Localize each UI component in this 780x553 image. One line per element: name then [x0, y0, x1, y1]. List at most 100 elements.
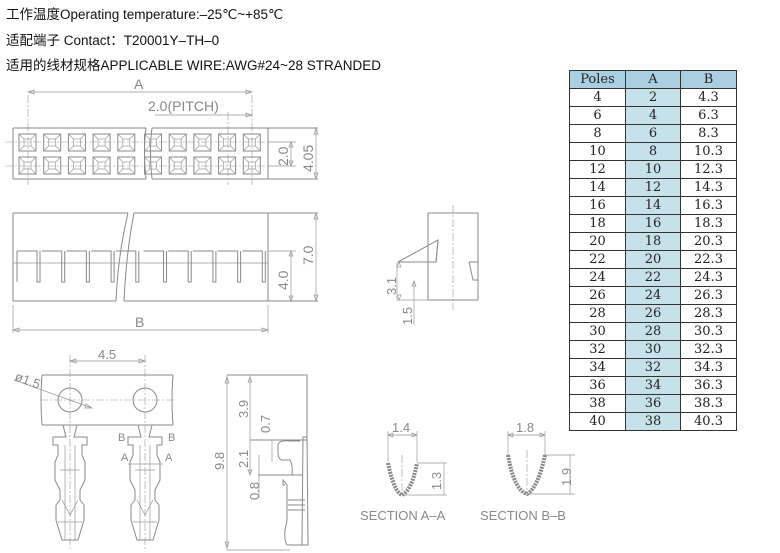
terminal: [52, 424, 88, 541]
cell-a: 6: [625, 124, 681, 143]
section-b-mark-right: B: [168, 432, 175, 444]
cell-b: 40.3: [680, 412, 737, 431]
dim-total: 9.8: [212, 452, 227, 470]
contact-cavity: [92, 133, 111, 152]
top-view: A 2.0(PITCH) 2.0 4.05: [5, 76, 319, 185]
contact-cavity: [117, 133, 136, 152]
header-poles: Poles: [569, 70, 626, 89]
section-a-mark-left: A: [121, 452, 129, 464]
cell-poles: 14: [569, 178, 626, 197]
cell-b: 32.3: [680, 340, 737, 359]
cell-b: 38.3: [680, 394, 737, 413]
contact-cavity: [193, 156, 212, 175]
contact-cavity: [218, 156, 237, 175]
cell-a: 14: [625, 196, 681, 215]
cell-poles: 4: [569, 88, 626, 107]
contact-cavity: [193, 133, 212, 152]
cell-a: 32: [625, 358, 681, 377]
cell-a: 30: [625, 340, 681, 359]
cell-poles: 16: [569, 196, 626, 215]
header-b: B: [680, 70, 737, 89]
section-a-mark-right: A: [165, 452, 173, 464]
cell-poles: 12: [569, 160, 626, 179]
contact-cavity: [67, 133, 86, 152]
cell-a: 8: [625, 142, 681, 161]
cell-poles: 36: [569, 376, 626, 395]
cell-a: 24: [625, 286, 681, 305]
cell-a: 22: [625, 268, 681, 287]
cell-b: 24.3: [680, 268, 737, 287]
cell-b: 36.3: [680, 376, 737, 395]
cell-b: 8.3: [680, 124, 737, 143]
table-header-row: Poles A B: [569, 70, 737, 89]
dim-height: 7.0: [300, 245, 316, 265]
contact-cavity: [67, 156, 86, 175]
contact-cavity: [43, 133, 62, 152]
spec-temperature: 工作温度Operating temperature:–25℃~+85℃: [6, 7, 284, 22]
terminal: [127, 424, 163, 541]
contact-cavity: [218, 133, 237, 152]
cell-poles: 18: [569, 214, 626, 233]
cell-b: 26.3: [680, 286, 737, 305]
cell-a: 36: [625, 394, 681, 413]
contact-cavity: [144, 156, 162, 175]
dim-a: A: [134, 76, 144, 92]
cell-a: 38: [625, 412, 681, 431]
cell-b: 4.3: [680, 88, 737, 107]
section-a-a: 1.4 1.3 SECTION A–A: [360, 420, 447, 523]
cell-poles: 28: [569, 304, 626, 323]
comb-slots: [16, 250, 266, 283]
dim-2-1: 2.1: [236, 450, 251, 468]
cell-a: 26: [625, 304, 681, 323]
spec-wire: 适用的线材规格APPLICABLE WIRE:AWG#24~28 STRANDE…: [6, 58, 381, 73]
contact-cavity: [92, 156, 111, 175]
header-a: A: [625, 70, 681, 89]
cell-b: 22.3: [680, 250, 737, 269]
cell-b: 6.3: [680, 106, 737, 125]
dim-hole: ø1.5: [13, 369, 43, 392]
cell-a: 12: [625, 178, 681, 197]
contact-cavity: [168, 133, 187, 152]
contact-cavity: [144, 133, 162, 152]
contact-cavity: [117, 156, 136, 175]
latch-view: 3.1 1.5: [384, 205, 479, 325]
terminal-strip: 4.5 ø1.5 B B A A: [13, 347, 175, 550]
cell-poles: 20: [569, 232, 626, 251]
cell-poles: 34: [569, 358, 626, 377]
cell-b: 34.3: [680, 358, 737, 377]
cell-b: 30.3: [680, 322, 737, 341]
side-view: B 4.0 7.0: [11, 211, 319, 333]
cell-poles: 8: [569, 124, 626, 143]
cell-a: 2: [625, 88, 681, 107]
cell-a: 18: [625, 232, 681, 251]
cell-poles: 38: [569, 394, 626, 413]
dim-section-a-width: 1.4: [392, 420, 410, 435]
dim-latch-low: 1.5: [400, 307, 415, 325]
cell-a: 34: [625, 376, 681, 395]
dim-section-a-height: 1.3: [429, 472, 444, 490]
dim-row-pitch: 2.0: [275, 146, 291, 166]
contact-cavity: [168, 156, 187, 175]
cell-b: 18.3: [680, 214, 737, 233]
cell-poles: 32: [569, 340, 626, 359]
terminal-side-view: 9.8 3.9 0.7 2.1 0.8: [212, 374, 309, 551]
dim-b: B: [135, 314, 144, 330]
cell-a: 20: [625, 250, 681, 269]
cell-b: 16.3: [680, 196, 737, 215]
